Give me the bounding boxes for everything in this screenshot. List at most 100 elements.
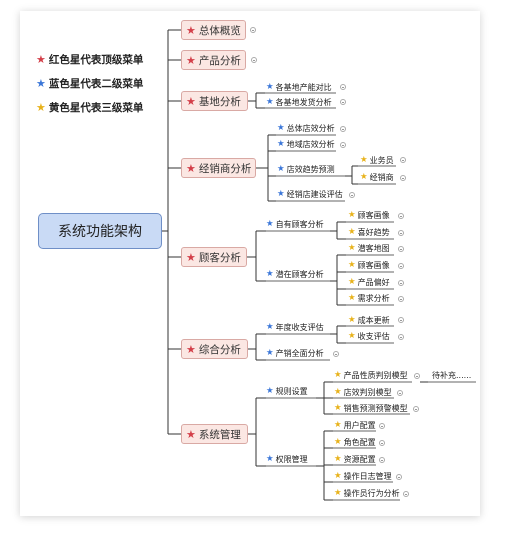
- node-ann-cost[interactable]: ★成本更新: [348, 315, 390, 325]
- collapse-toggle-icon[interactable]: [340, 142, 346, 148]
- node-own-portrait[interactable]: ★顾客画像: [348, 210, 390, 220]
- yellow-star-icon: ★: [334, 370, 342, 380]
- red-star-icon: ★: [186, 23, 196, 37]
- collapse-toggle-icon[interactable]: [396, 474, 402, 480]
- collapse-toggle-icon[interactable]: [400, 157, 406, 163]
- node-base-capacity[interactable]: ★各基地产能对比: [266, 82, 332, 92]
- blue-star-icon: ★: [266, 97, 274, 107]
- root-node[interactable]: 系统功能架构: [38, 213, 162, 249]
- legend-item-yellow: ★黄色星代表三级菜单: [36, 101, 144, 114]
- node-int-panorama[interactable]: ★产销全面分析: [266, 348, 324, 358]
- node-integrated[interactable]: ★综合分析: [181, 339, 248, 359]
- blue-star-icon: ★: [266, 348, 274, 358]
- node-rule-forecast[interactable]: ★销售预测预警模型: [334, 403, 408, 413]
- collapse-toggle-icon[interactable]: [398, 213, 404, 219]
- collapse-toggle-icon[interactable]: [379, 423, 385, 429]
- yellow-star-icon: ★: [348, 277, 356, 287]
- collapse-toggle-icon[interactable]: [379, 457, 385, 463]
- node-cust-potential[interactable]: ★潜在顾客分析: [266, 269, 324, 279]
- node-pot-product[interactable]: ★产品偏好: [348, 277, 390, 287]
- legend-item-red: ★红色星代表顶级菜单: [36, 53, 144, 66]
- node-dealer-store[interactable]: ★总体店效分析: [277, 123, 335, 133]
- collapse-toggle-icon[interactable]: [340, 84, 346, 90]
- collapse-toggle-icon[interactable]: [250, 27, 256, 33]
- node-base[interactable]: ★基地分析: [181, 91, 248, 111]
- node-trend-dealer[interactable]: ★经销商: [360, 172, 394, 182]
- yellow-star-icon: ★: [334, 437, 342, 447]
- node-pot-demand[interactable]: ★需求分析: [348, 293, 390, 303]
- collapse-toggle-icon[interactable]: [403, 491, 409, 497]
- yellow-star-icon: ★: [334, 471, 342, 481]
- collapse-toggle-icon[interactable]: [398, 263, 404, 269]
- collapse-toggle-icon[interactable]: [398, 334, 404, 340]
- red-star-icon: ★: [36, 53, 46, 66]
- collapse-toggle-icon[interactable]: [397, 390, 403, 396]
- node-perm-user[interactable]: ★用户配置: [334, 420, 376, 430]
- collapse-toggle-icon[interactable]: [398, 280, 404, 286]
- node-product[interactable]: ★产品分析: [181, 50, 246, 70]
- blue-star-icon: ★: [277, 139, 285, 149]
- node-sys-perm[interactable]: ★权限管理: [266, 454, 308, 464]
- node-perm-resource[interactable]: ★资源配置: [334, 454, 376, 464]
- collapse-toggle-icon[interactable]: [400, 175, 406, 181]
- note-pending: 待补充......: [432, 370, 472, 380]
- node-dealer-region[interactable]: ★地域店效分析: [277, 139, 335, 149]
- node-own-preference[interactable]: ★喜好趋势: [348, 227, 390, 237]
- yellow-star-icon: ★: [348, 293, 356, 303]
- yellow-star-icon: ★: [348, 243, 356, 253]
- yellow-star-icon: ★: [334, 403, 342, 413]
- node-rule-store[interactable]: ★店效判别模型: [334, 387, 392, 397]
- yellow-star-icon: ★: [348, 315, 356, 325]
- legend-item-blue: ★蓝色星代表二级菜单: [36, 77, 144, 90]
- blue-star-icon: ★: [277, 189, 285, 199]
- node-ann-income[interactable]: ★收支评估: [348, 331, 390, 341]
- red-star-icon: ★: [186, 250, 196, 264]
- yellow-star-icon: ★: [348, 227, 356, 237]
- red-star-icon: ★: [186, 342, 196, 356]
- blue-star-icon: ★: [266, 269, 274, 279]
- collapse-toggle-icon[interactable]: [340, 99, 346, 105]
- blue-star-icon: ★: [266, 454, 274, 464]
- blue-star-icon: ★: [266, 219, 274, 229]
- node-sysmgmt[interactable]: ★系统管理: [181, 424, 248, 444]
- yellow-star-icon: ★: [334, 488, 342, 498]
- collapse-toggle-icon[interactable]: [398, 230, 404, 236]
- node-perm-role[interactable]: ★角色配置: [334, 437, 376, 447]
- collapse-toggle-icon[interactable]: [414, 373, 420, 379]
- node-sys-rules[interactable]: ★规则设置: [266, 386, 308, 396]
- node-pot-portrait[interactable]: ★顾客画像: [348, 260, 390, 270]
- collapse-toggle-icon[interactable]: [349, 192, 355, 198]
- node-dealer-trend[interactable]: ★店效趋势预测: [277, 164, 335, 174]
- node-pot-map[interactable]: ★潜客地图: [348, 243, 390, 253]
- node-rule-product[interactable]: ★产品性质判别模型: [334, 370, 408, 380]
- node-customer[interactable]: ★顾客分析: [181, 247, 247, 267]
- red-star-icon: ★: [186, 427, 196, 441]
- collapse-toggle-icon[interactable]: [413, 406, 419, 412]
- yellow-star-icon: ★: [360, 172, 368, 182]
- yellow-star-icon: ★: [334, 454, 342, 464]
- collapse-toggle-icon[interactable]: [398, 317, 404, 323]
- node-perm-behavior[interactable]: ★操作员行为分析: [334, 488, 400, 498]
- blue-star-icon: ★: [266, 322, 274, 332]
- node-overview[interactable]: ★总体概览: [181, 20, 246, 40]
- node-cust-own[interactable]: ★自有顾客分析: [266, 219, 324, 229]
- blue-star-icon: ★: [277, 123, 285, 133]
- blue-star-icon: ★: [266, 82, 274, 92]
- node-perm-log[interactable]: ★操作日志管理: [334, 471, 392, 481]
- collapse-toggle-icon[interactable]: [251, 57, 257, 63]
- node-dealer[interactable]: ★经销商分析: [181, 158, 256, 178]
- node-trend-staff[interactable]: ★业务员: [360, 155, 394, 165]
- blue-star-icon: ★: [277, 164, 285, 174]
- yellow-star-icon: ★: [36, 101, 46, 114]
- node-int-annual[interactable]: ★年度收支评估: [266, 322, 324, 332]
- collapse-toggle-icon[interactable]: [333, 351, 339, 357]
- collapse-toggle-icon[interactable]: [398, 296, 404, 302]
- collapse-toggle-icon[interactable]: [340, 126, 346, 132]
- collapse-toggle-icon[interactable]: [398, 246, 404, 252]
- node-dealer-build[interactable]: ★经销店建设评估: [277, 189, 343, 199]
- collapse-toggle-icon[interactable]: [379, 440, 385, 446]
- node-base-shipping[interactable]: ★各基地发货分析: [266, 97, 332, 107]
- red-star-icon: ★: [186, 53, 196, 67]
- red-star-icon: ★: [186, 94, 196, 108]
